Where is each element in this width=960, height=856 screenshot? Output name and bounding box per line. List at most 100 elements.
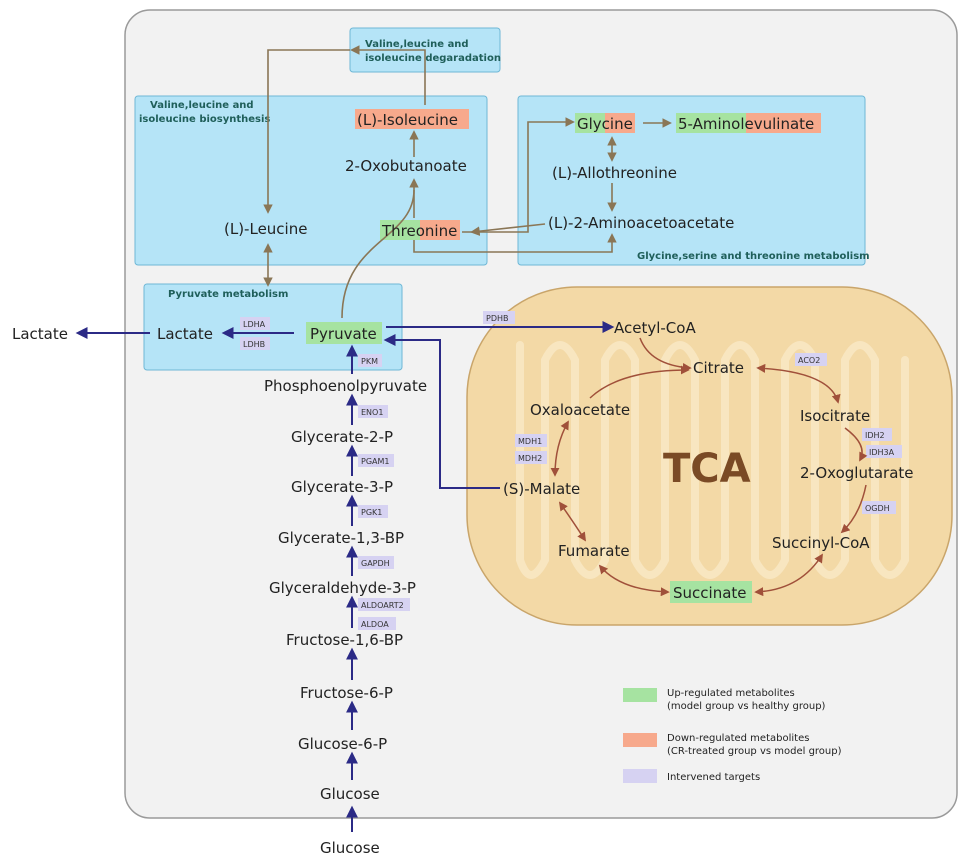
aminoacetoacetate-to-threonine-arrow [470,223,546,236]
f16bp-label: Fructose-1,6-BP [286,631,403,649]
ldhb-tag [240,337,270,350]
aminoacetoacetate-label: (L)-2-Aminoacetoacetate [548,214,734,232]
vli-biosynthesis-title-line2: isoleucine biosynthesis [139,114,270,125]
ldha-tag [240,317,270,330]
fumarate-label: Fumarate [558,542,630,560]
pgam1-tag [358,454,394,467]
pgam1-label: PGAM1 [361,457,390,466]
isoleucine-label: (L)-Isoleucine [357,111,458,129]
legend-down-swatch [623,733,657,747]
fumarate-malate-arrow [558,501,586,542]
gap-label: Glyceraldehyde-3-P [269,579,416,597]
ogdh-label: OGDH [865,504,890,513]
oxoglutarate-label: 2-Oxoglutarate [800,464,914,482]
degradation-to-leucine-arrow [263,49,350,214]
succinate-label: Succinate [673,584,747,602]
tca-arrows [550,337,868,597]
legend-target-label: Intervened targets [667,772,760,783]
succinate-highlight [670,581,752,603]
aco2-tag [795,353,827,366]
malate-oxaloacetate-arrow [550,420,569,477]
isoleucine-to-degradation-arrow [350,45,426,105]
aminolevulinate-highlight [676,113,748,133]
idh3a-tag [866,445,902,458]
glycine-highlight-down [605,113,635,133]
mdh1-label: MDH1 [518,437,542,446]
threonine-label: Threonine [381,222,457,240]
oxoglutarate-to-succinylcoa-arrow [840,484,867,534]
acetyl-coa-label: Acetyl-CoA [614,319,696,337]
pyruvate-label: Pyruvate [310,325,377,343]
pkm-label: PKM [361,357,378,366]
aldoart2-label: ALDOART2 [361,601,404,610]
pyruvate-metabolism-title: Pyruvate metabolism [168,289,288,300]
vli-biosynthesis-title-line1: Valine,leucine and [150,100,254,111]
isocitrate-label: Isocitrate [800,407,870,425]
pep-label: Phosphoenolpyruvate [264,377,427,395]
isocitrate-to-oxoglutarate-arrow [844,427,868,462]
glycine-highlight [575,113,611,133]
malate-to-pyruvate-arrow [383,334,500,489]
gapdh-label: GAPDH [361,559,390,568]
leucine-label: (L)-Leucine [224,220,307,238]
f6p-label: Fructose-6-P [300,684,393,702]
pgk1-label: PGK1 [361,508,382,517]
lactate-outer-label: Lactate [12,325,68,343]
pdhb-label: PDHB [486,314,509,323]
legend-target-swatch [623,769,657,783]
ogdh-tag [862,501,896,514]
succinyl-coa-label: Succinyl-CoA [772,534,870,552]
malate-label: (S)-Malate [503,480,580,498]
ldha-label: LDHA [243,320,266,329]
mdh2-label: MDH2 [518,454,542,463]
gapdh-tag [358,556,394,569]
tca-label: TCA [663,446,751,492]
legend-up-line2: (model group vs healthy group) [667,701,826,712]
glycerate-2p-label: Glycerate-2-P [291,428,393,446]
legend-up-line1: Up-regulated metabolites [667,688,795,699]
legend-down-line1: Down-regulated metabolites [667,733,809,744]
threonine-to-aminoacetoacetate-arrow [413,233,617,253]
mitochondrion-cristae [516,341,909,579]
aco2-label: ACO2 [798,356,820,365]
metabolite-labels: (L)-Isoleucine 2-Oxobutanoate Threonine … [12,111,914,856]
legend: Up-regulated metabolites (model group vs… [623,688,842,783]
glucose-outer-label: Glucose [320,839,380,856]
aminolevulinate-highlight-down [746,113,821,133]
pyruvate-highlight [306,322,382,344]
mdh1-tag [515,434,547,447]
allothreonine-label: (L)-Allothreonine [552,164,677,182]
threonine-highlight-down [420,220,460,240]
idh2-label: IDH2 [865,431,885,440]
succinate-fumarate-arrow [598,564,670,597]
glycerate-13bp-label: Glycerate-1,3-BP [278,529,404,547]
glycolysis-arrows [75,321,615,832]
idh3a-label: IDH3A [869,448,895,457]
mdh2-tag [515,451,547,464]
pyruvate-to-oxobutanoate-arrow [341,189,415,319]
pdhb-tag [483,311,515,324]
vli-degradation-title-line1: Valine,leucine and [365,39,469,50]
lactate-inner-label: Lactate [157,325,213,343]
glucose-inner-label: Glucose [320,785,380,803]
glycine-label: Glycine [577,115,633,133]
pkm-tag [358,354,382,367]
aldoart2-tag [358,598,410,611]
legend-down-line2: (CR-treated group vs model group) [667,746,842,757]
threonine-to-glycine-arrow [462,117,575,233]
glycerate-3p-label: Glycerate-3-P [291,478,393,496]
aldoa-label: ALDOA [361,620,389,629]
citrate-isocitrate-arrow [756,363,841,404]
amino-acid-arrows [263,45,672,319]
enzyme-tags: LDHA LDHB PDHB PKM ENO1 PGAM1 PGK1 GAPDH… [240,311,902,630]
gst-metabolism-box [517,95,866,266]
ldhb-label: LDHB [243,340,265,349]
oxaloacetate-to-citrate-arrow [589,365,690,399]
eno1-tag [358,405,388,418]
idh2-tag [862,428,892,441]
eno1-label: ENO1 [361,408,383,417]
citrate-label: Citrate [693,359,744,377]
vli-degradation-title-line2: isoleucine degaradation [365,53,501,64]
aminolevulinate-label: 5-Aminolevulinate [678,115,814,133]
pgk1-tag [358,505,388,518]
